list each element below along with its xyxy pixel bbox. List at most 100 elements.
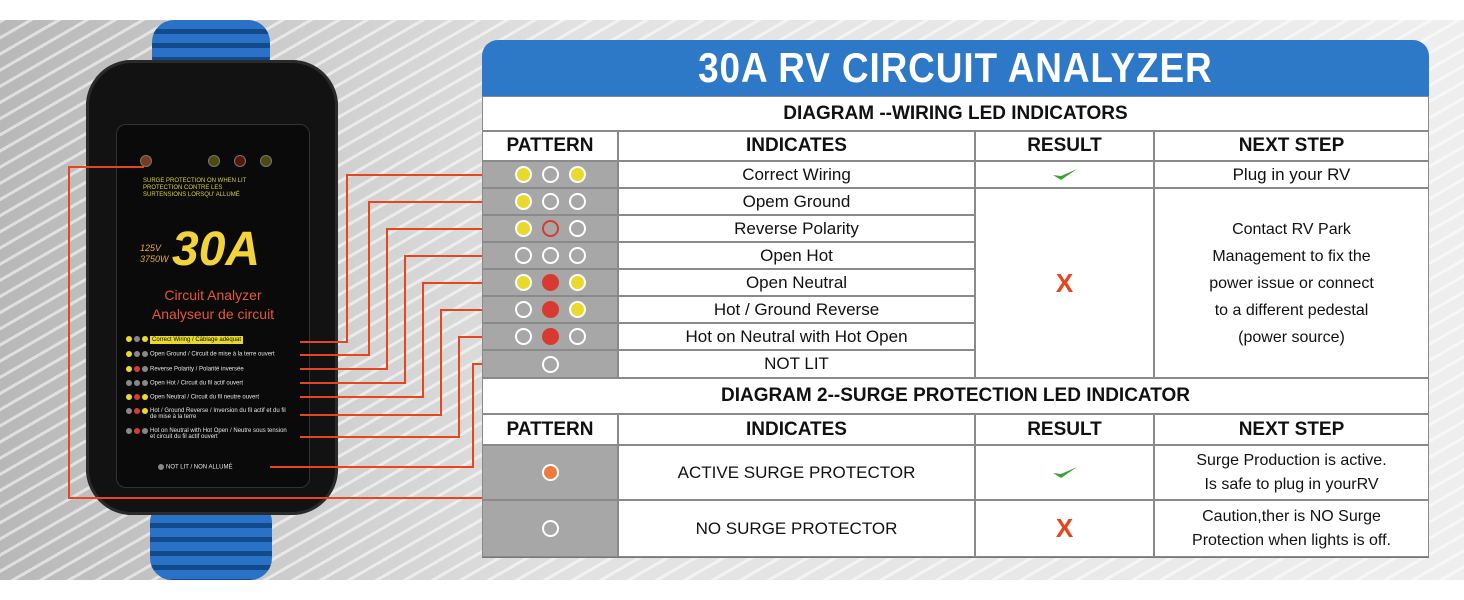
led-dot-icon	[126, 394, 132, 400]
diagram2-result-1: X	[975, 500, 1154, 557]
diagram2-pattern-1	[482, 500, 618, 557]
led-orange-icon	[541, 464, 559, 481]
lead-line	[368, 201, 500, 203]
led-dot-icon	[126, 380, 132, 386]
next-fail-line: Management to fix the	[1212, 247, 1371, 265]
check-icon	[1052, 467, 1077, 478]
led-white-icon	[541, 166, 559, 183]
diagram1-pattern-6	[482, 323, 618, 350]
led-dot-icon	[158, 464, 164, 470]
lead-line	[386, 228, 500, 230]
lead-line	[404, 255, 500, 257]
led-yellow-icon	[568, 301, 586, 318]
lead-line	[300, 396, 422, 398]
led-white-icon	[541, 247, 559, 264]
lead-line	[422, 282, 500, 284]
lead-line	[300, 354, 368, 356]
diagram1-header-0: PATTERN	[482, 131, 618, 161]
diagram2-header-3: NEXT STEP	[1154, 414, 1429, 445]
device-led-caption: SURGE PROTECTION ON WHEN LIT PROTECTION …	[143, 178, 247, 198]
diagram1-pattern-7	[482, 350, 618, 378]
lead-line	[458, 336, 460, 438]
lead-line	[346, 174, 348, 343]
led-white-icon	[541, 193, 559, 210]
lead-line	[458, 336, 500, 338]
device-panel	[116, 124, 310, 488]
diagram1-indicates-7: NOT LIT	[618, 350, 975, 378]
device-ratings: 125V 3750W	[140, 243, 169, 265]
diagram2-result-0	[975, 445, 1154, 500]
check-icon	[1052, 169, 1077, 180]
diagram1-result-ok	[975, 161, 1154, 188]
device-voltage: 125V	[140, 243, 162, 253]
device-legend-text: NOT LIT / NON ALLUMÉ	[166, 464, 233, 471]
lead-line	[368, 201, 370, 356]
diagram1-indicates-3: Open Hot	[618, 242, 975, 269]
diagram1-indicates-4: Open Neutral	[618, 269, 975, 296]
diagram1-indicates-0: Correct Wiring	[618, 161, 975, 188]
led-white-icon	[514, 328, 532, 345]
device-surge-led	[140, 155, 152, 167]
device-name-fr: Analyseur de circuit	[151, 306, 275, 322]
led-dot-icon	[142, 394, 148, 400]
diagram2-pattern-0	[482, 445, 618, 500]
device-legend-text: Correct Wiring / Câblage adéquat	[150, 335, 244, 344]
device-led-3	[260, 155, 272, 167]
led-white-icon	[514, 247, 532, 264]
diagram1-header-1: INDICATES	[618, 131, 975, 161]
led-red-icon	[541, 328, 559, 345]
lead-line	[440, 309, 442, 416]
device-led-2	[234, 155, 246, 167]
device-legend-text: Open Hot / Circuit du fil actif ouvert	[150, 380, 244, 387]
led-white-icon	[541, 520, 559, 537]
led-red-icon	[541, 301, 559, 318]
diagram1-pattern-1	[482, 188, 618, 215]
lead-line	[422, 282, 424, 398]
device-legend-text: Open Neutral / Circuit du fil neutre ouv…	[150, 394, 260, 401]
lead-line	[346, 174, 500, 176]
diagram2-header-2: RESULT	[975, 414, 1154, 445]
led-dot-icon	[126, 351, 132, 357]
led-dot-icon	[142, 366, 148, 372]
x-icon: X	[1055, 267, 1074, 298]
led-dot-icon	[142, 428, 148, 434]
led-yellow-icon	[514, 274, 532, 291]
diagram1-indicates-2: Reverse Polarity	[618, 215, 975, 242]
device-legend-text: Hot on Neutral with Hot Open / Neutre so…	[150, 428, 287, 440]
device-legend-line: NOT LIT / NON ALLUMÉ	[158, 464, 232, 471]
led-dot-icon	[134, 408, 140, 414]
led-dot-icon	[126, 366, 132, 372]
device-amperage: 30A	[172, 223, 261, 276]
diagram1-header-2: RESULT	[975, 131, 1154, 161]
lead-line	[472, 363, 474, 468]
diagram1-pattern-5	[482, 296, 618, 323]
diagram2-next-0: Surge Production is active.Is safe to pl…	[1154, 445, 1429, 500]
diagram1-pattern-4	[482, 269, 618, 296]
device-legend-line: Hot / Ground Reverse / Inversion du fil …	[126, 408, 290, 420]
diagram1-pattern-3	[482, 242, 618, 269]
lead-line	[270, 466, 472, 468]
led-yellow-icon	[514, 166, 532, 183]
lead-line	[300, 368, 386, 370]
lead-line	[300, 382, 404, 384]
next-step-line: Caution,ther is NO Surge	[1202, 507, 1381, 525]
x-icon: X	[1055, 513, 1074, 543]
device-legend-text: Reverse Polarity / Polarité inversée	[150, 366, 244, 373]
led-dot-icon	[134, 394, 140, 400]
device-legend-line: Open Neutral / Circuit du fil neutre ouv…	[126, 394, 259, 401]
next-step-line: Surge Production is active.	[1196, 451, 1387, 469]
lead-line	[68, 497, 500, 499]
page-title: 30A RV CIRCUIT ANALYZER	[482, 40, 1429, 96]
next-step-line: Protection when lights is off.	[1192, 531, 1391, 549]
diagram1-header-3: NEXT STEP	[1154, 131, 1429, 161]
led-dot-icon	[134, 366, 140, 372]
lead-line	[404, 255, 406, 384]
diagram1-next-ok: Plug in your RV	[1154, 161, 1429, 188]
diagram2-title: DIAGRAM 2--SURGE PROTECTION LED INDICATO…	[482, 378, 1429, 414]
led-dot-icon	[134, 351, 140, 357]
device-wattage: 3750W	[140, 254, 169, 264]
led-dot-icon	[126, 336, 132, 342]
lead-line	[300, 341, 346, 343]
